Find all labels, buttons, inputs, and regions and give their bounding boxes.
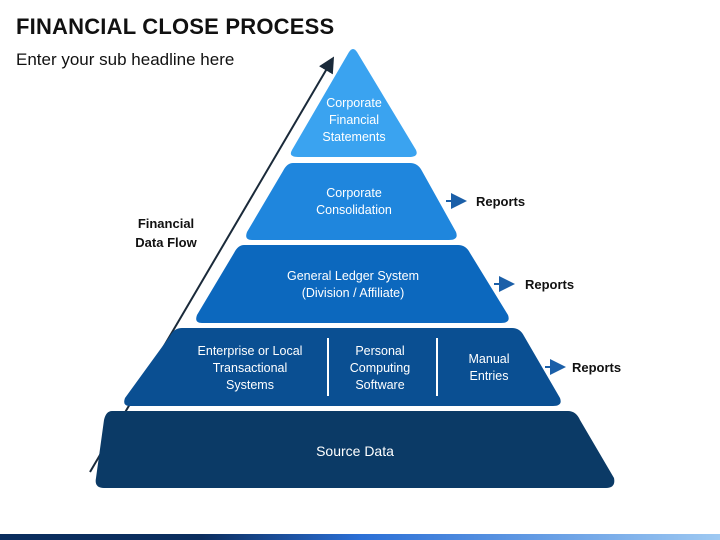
manual-line-2: Entries: [470, 369, 509, 383]
footer-bar: [0, 534, 720, 540]
ledger-line-2: (Division / Affiliate): [302, 286, 405, 300]
reports-label-2: Reports: [525, 277, 574, 292]
personal-line-3: Software: [355, 378, 404, 392]
page-title: FINANCIAL CLOSE PROCESS: [16, 14, 335, 39]
enterprise-line-3: Systems: [226, 378, 274, 392]
tier-corporate-consolidation: [246, 163, 457, 240]
reports-label-3: Reports: [572, 360, 621, 375]
consolidation-line-1: Corporate: [326, 186, 382, 200]
top-tier-line-2: Financial: [329, 113, 379, 127]
reports-label-1: Reports: [476, 194, 525, 209]
top-tier-line-1: Corporate: [326, 96, 382, 110]
ledger-line-1: General Ledger System: [287, 269, 419, 283]
personal-line-1: Personal: [355, 344, 404, 358]
consolidation-line-2: Consolidation: [316, 203, 392, 217]
tier-general-ledger: [196, 245, 509, 323]
top-tier-line-3: Statements: [322, 130, 385, 144]
tier-systems: [124, 328, 561, 406]
tier-corporate-statements: [290, 49, 417, 157]
enterprise-line-1: Enterprise or Local: [198, 344, 303, 358]
flow-label-line-1: Financial: [138, 216, 194, 231]
source-data-label: Source Data: [316, 443, 394, 459]
page-subtitle: Enter your sub headline here: [16, 50, 235, 69]
enterprise-line-2: Transactional: [213, 361, 288, 375]
manual-line-1: Manual: [469, 352, 510, 366]
tier-source-data: [95, 411, 615, 488]
flow-label-line-2: Data Flow: [135, 235, 197, 250]
personal-line-2: Computing: [350, 361, 410, 375]
